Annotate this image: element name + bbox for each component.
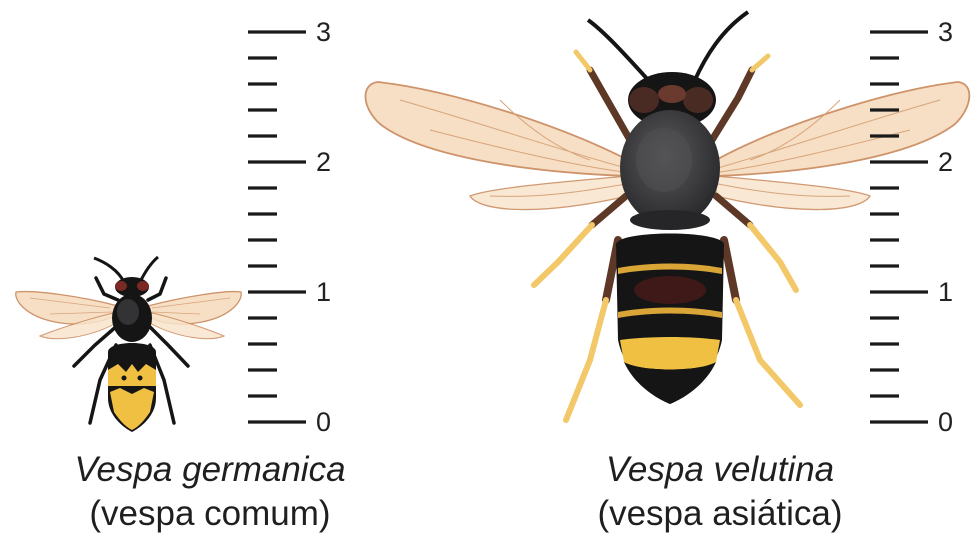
common-name: (vespa asiática) [525,492,915,536]
scale-right-label-0: 0 [938,407,953,437]
scientific-name: Vespa germanica [20,448,400,492]
scale-left-label-3: 3 [316,17,331,47]
scale-right-label-3: 3 [938,17,953,47]
scale-left-label-2: 2 [316,147,331,177]
vespa-germanica-illustration [16,257,241,432]
scale-right-label-1: 1 [938,277,953,307]
caption-velutina: Vespa velutina (vespa asiática) [525,448,915,536]
scale-left: 3 2 1 0 [248,17,331,437]
scale-left-label-1: 1 [316,277,331,307]
scale-right: 3 2 1 0 [870,17,953,437]
caption-germanica: Vespa germanica (vespa comum) [20,448,400,536]
scale-left-ticks [248,32,306,422]
scale-left-label-0: 0 [316,407,331,437]
scientific-name: Vespa velutina [525,448,915,492]
common-name: (vespa comum) [20,492,400,536]
scale-right-label-2: 2 [938,147,953,177]
vespa-velutina-illustration [365,12,969,420]
